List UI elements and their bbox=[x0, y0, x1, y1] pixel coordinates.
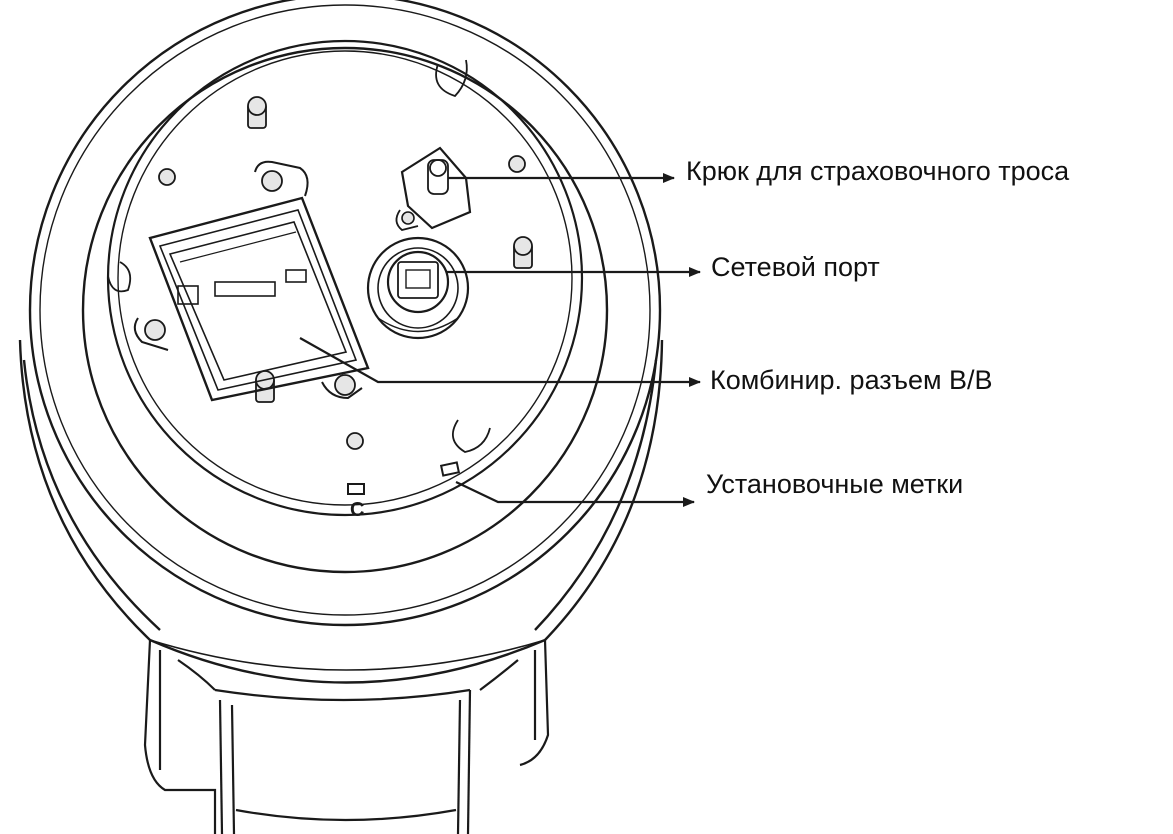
io-frame-screws bbox=[144, 170, 356, 396]
screw-top bbox=[247, 96, 267, 129]
mark-right bbox=[439, 461, 461, 477]
network-port-label: Сетевой порт bbox=[711, 252, 880, 282]
mark-letter: C bbox=[350, 499, 364, 521]
safety-hook-label: Крюк для страховочного троса bbox=[686, 156, 1070, 186]
lower-housing bbox=[143, 639, 550, 834]
io-connector-frame bbox=[133, 160, 370, 402]
leader-mount-marks bbox=[455, 481, 695, 507]
screw-bottom bbox=[255, 370, 275, 403]
outer-shell bbox=[18, 0, 664, 684]
screw-hole-bottom bbox=[346, 432, 364, 450]
installation-marks bbox=[347, 461, 461, 495]
leader-lines bbox=[299, 173, 701, 507]
io-connector-label: Комбинир. разъем В/В bbox=[710, 365, 993, 395]
network-port bbox=[366, 236, 470, 340]
screw-hole-left bbox=[158, 168, 176, 186]
screw-hole-right bbox=[508, 155, 526, 173]
screw-right bbox=[513, 236, 533, 269]
leader-io-connector bbox=[299, 337, 701, 387]
base-plate bbox=[106, 39, 584, 517]
mark-c bbox=[347, 483, 365, 495]
safety-hook bbox=[395, 146, 472, 231]
mount-marks-label: Установочные метки bbox=[706, 469, 964, 499]
